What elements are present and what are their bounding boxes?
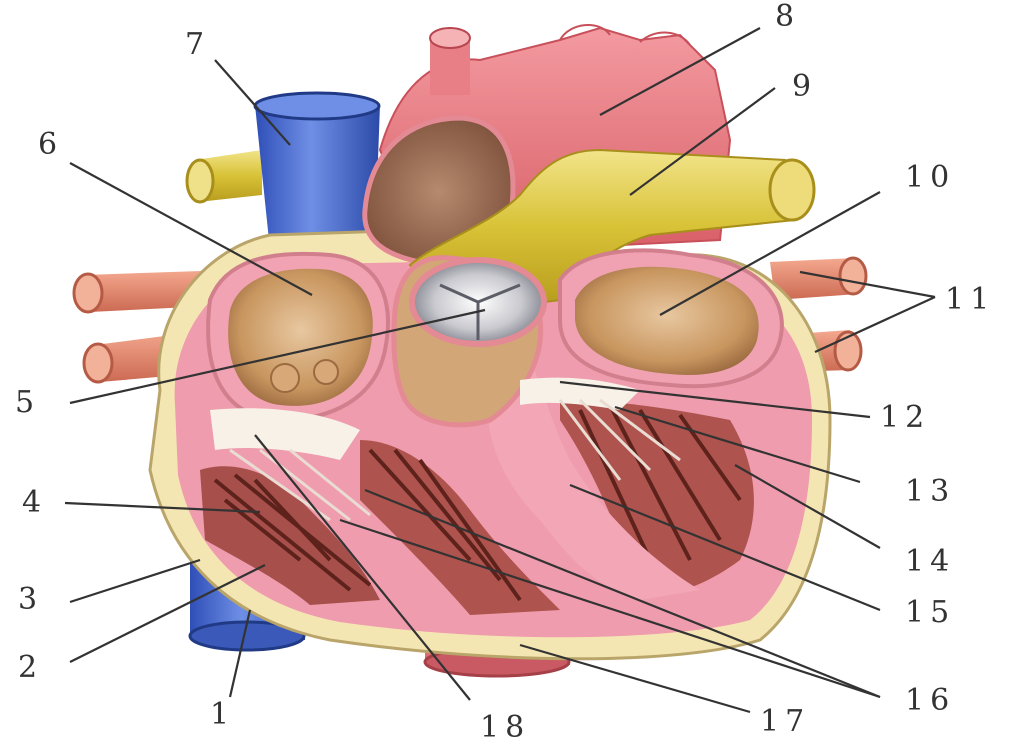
label-17: 17: [760, 707, 810, 737]
label-11: 11: [945, 285, 995, 315]
label-16: 16: [905, 686, 955, 716]
aortic-valve: [412, 260, 544, 344]
label-6: 6: [38, 130, 63, 160]
label-10: 10: [905, 163, 955, 193]
label-18: 18: [480, 713, 530, 743]
label-1: 1: [210, 700, 235, 730]
label-4: 4: [22, 488, 47, 518]
label-5: 5: [15, 388, 40, 418]
label-7: 7: [185, 30, 210, 60]
label-14: 14: [905, 547, 955, 577]
superior-vena-cava: [255, 93, 380, 250]
label-12: 12: [880, 403, 930, 433]
azygos-stub: [187, 150, 262, 202]
label-3: 3: [18, 585, 43, 615]
label-13: 13: [905, 477, 955, 507]
label-8: 8: [775, 2, 800, 32]
label-9: 9: [792, 72, 817, 102]
label-15: 15: [905, 598, 955, 628]
left-atrium: [560, 250, 782, 386]
label-2: 2: [18, 653, 43, 683]
